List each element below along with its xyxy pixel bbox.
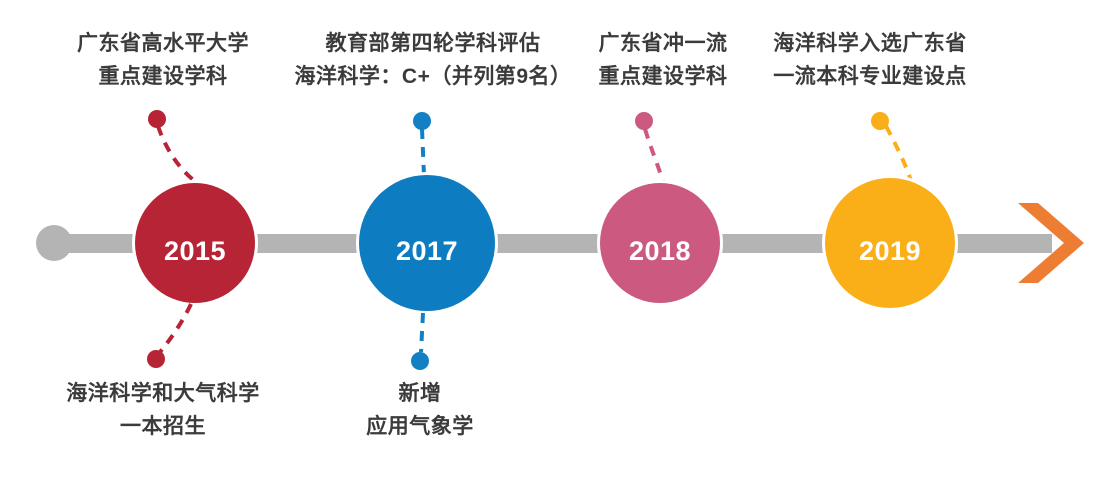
label-line-2: 海洋科学：C+（并列第9名）: [294, 64, 572, 88]
connector-dot-top-2017: [413, 112, 431, 130]
label-line-1: 广东省高水平大学: [77, 32, 249, 55]
milestone-top-label-2019: 海洋科学入选广东省 一流本科专业建设点: [760, 28, 980, 93]
connector-dot-top-2015: [148, 110, 166, 128]
connector-line-top-2018: [643, 128, 666, 186]
label-line-1: 新增: [398, 382, 442, 405]
milestone-top-label-2017: 教育部第四轮学科评估 海洋科学：C+（并列第9名）: [288, 28, 578, 93]
label-line-1: 教育部第四轮学科评估: [325, 32, 541, 55]
label-line-2: 重点建设学科: [598, 64, 728, 88]
timeline-track: [52, 234, 1052, 253]
label-line-1: 海洋科学入选广东省: [773, 32, 967, 55]
connector-line-top-2017: [420, 128, 426, 177]
milestone-circle-2017-fill[interactable]: [359, 175, 495, 311]
milestone-year-2017: 2017: [396, 236, 458, 266]
milestone-year-2018: 2018: [629, 236, 691, 266]
label-line-1: 广东省冲一流: [598, 32, 728, 55]
label-line-2: 一流本科专业建设点: [773, 64, 967, 88]
connector-dot-top-2019: [871, 112, 889, 130]
connector-line-top-2015: [156, 125, 198, 184]
connector-dot-top-2018: [635, 112, 653, 130]
connector-dot-bottom-2017: [411, 352, 429, 370]
milestone-year-2019: 2019: [859, 236, 921, 266]
milestone-year-2015: 2015: [164, 236, 226, 266]
milestone-circle-2019-fill[interactable]: [825, 178, 955, 308]
milestone-bottom-label-2015: 海洋科学和大气科学 一本招生: [28, 378, 298, 443]
timeline-start-dot: [36, 225, 72, 261]
milestone-top-label-2015: 广东省高水平大学 重点建设学科: [28, 28, 298, 93]
label-line-1: 海洋科学和大气科学: [66, 382, 260, 405]
connector-dot-bottom-2015: [147, 350, 165, 368]
connector-line-bottom-2015: [158, 303, 193, 354]
connector-line-bottom-2017: [419, 312, 425, 353]
connector-line-top-2019: [884, 125, 913, 182]
milestone-bottom-label-2017: 新增 应用气象学: [330, 378, 510, 443]
label-line-2: 一本招生: [120, 414, 206, 438]
milestone-circle-2018-fill[interactable]: [600, 183, 720, 303]
label-line-2: 应用气象学: [366, 414, 474, 438]
label-line-2: 重点建设学科: [98, 64, 228, 88]
milestone-top-label-2018: 广东省冲一流 重点建设学科: [573, 28, 753, 93]
timeline-arrow-icon: [1018, 203, 1084, 283]
milestone-circle-2015-fill[interactable]: [135, 183, 255, 303]
